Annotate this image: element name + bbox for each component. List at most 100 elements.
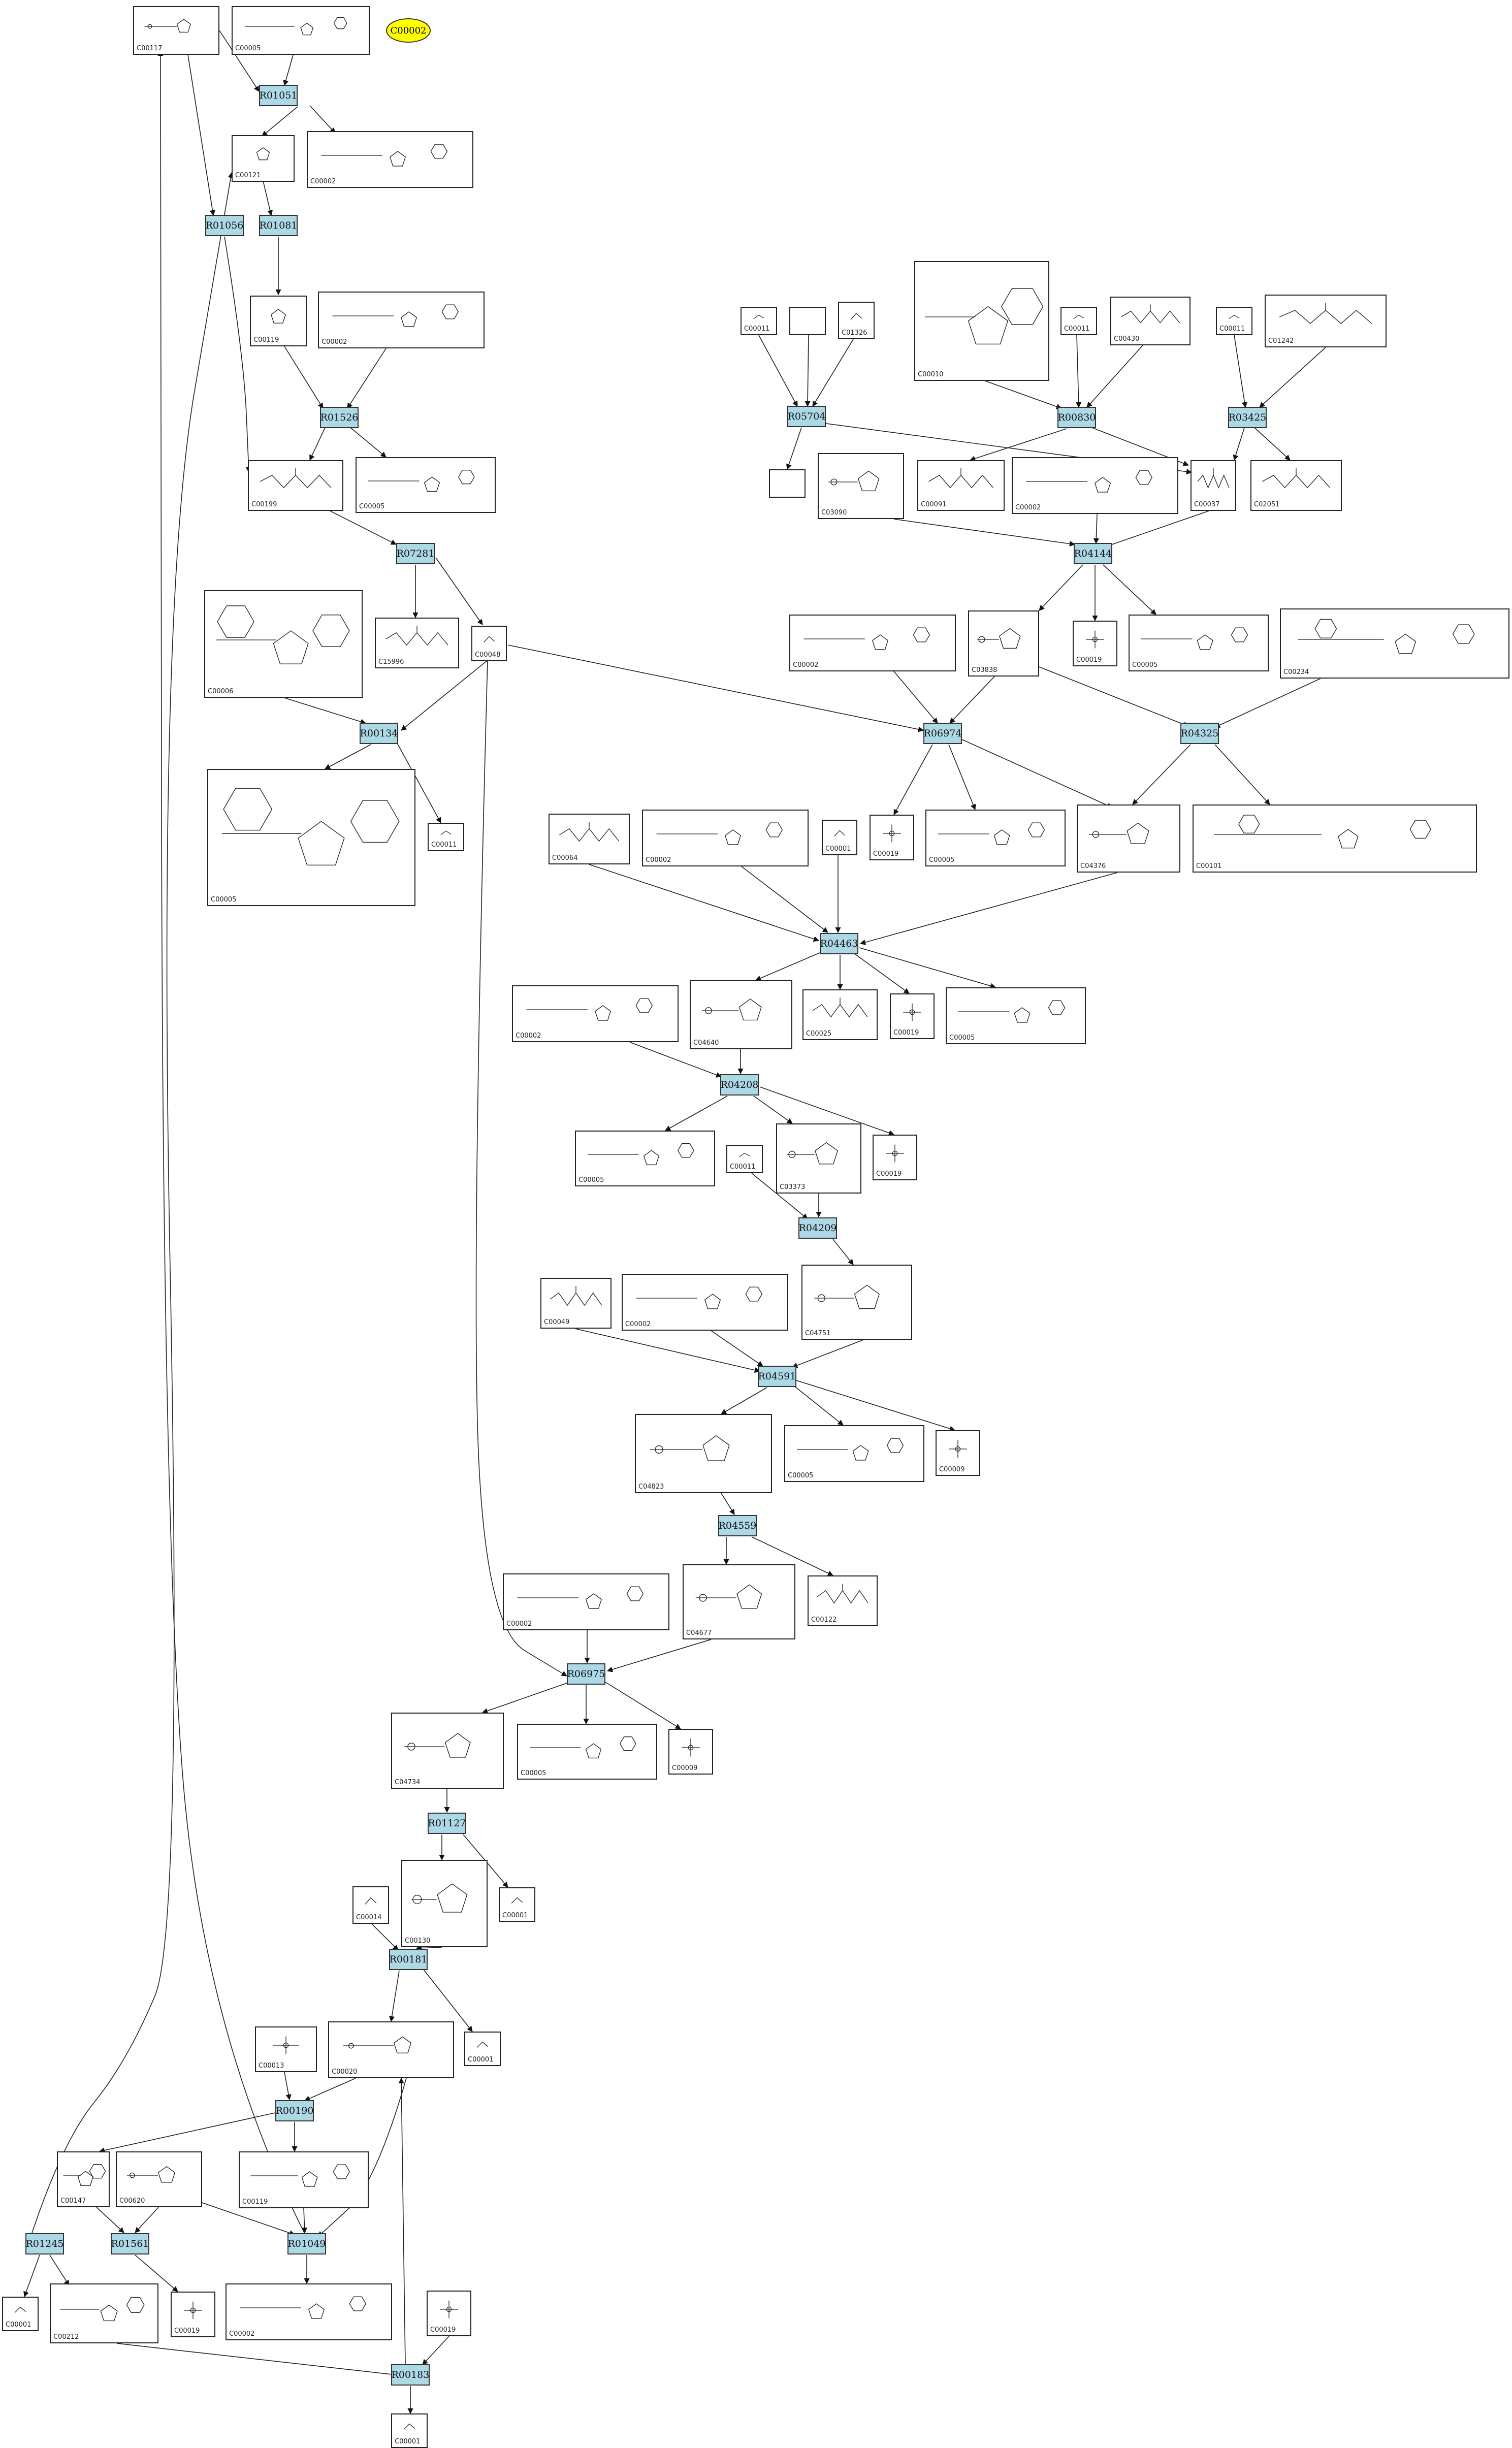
reaction-node-r07281[interactable]: R07281 (396, 543, 435, 564)
reaction-node-r04144[interactable]: R04144 (1074, 543, 1112, 564)
reaction-node-r00830[interactable]: R00830 (1057, 407, 1096, 428)
reaction-node-r01561[interactable]: R01561 (111, 2233, 149, 2254)
reaction-node-r04209[interactable]: R04209 (798, 1217, 837, 1239)
compound-node-c00620[interactable]: C00620 (116, 2151, 202, 2207)
reaction-node-r06974[interactable]: R06974 (923, 723, 962, 744)
reaction-node-r01049[interactable]: R01049 (287, 2233, 326, 2254)
compound-node-c04677[interactable]: C04677 (683, 1564, 795, 1639)
compound-node-c00101[interactable]: C00101 (1193, 804, 1477, 873)
reaction-node-r03425[interactable]: R03425 (1228, 407, 1267, 428)
reaction-node-r01051[interactable]: R01051 (259, 85, 298, 106)
compound-node-c00011[interactable]: C00011 (741, 307, 777, 335)
compound-node-c00130[interactable]: C00130 (401, 1860, 488, 1947)
compound-node-c04640[interactable]: C04640 (690, 980, 792, 1049)
compound-node-c00019[interactable]: C00019 (427, 2291, 471, 2336)
reaction-node-r01056[interactable]: R01056 (205, 215, 244, 236)
compound-node-c00009[interactable]: C00009 (936, 1430, 980, 1476)
compound-node-c00001[interactable]: C00001 (822, 820, 857, 855)
reaction-node-r04591[interactable]: R04591 (758, 1366, 796, 1387)
compound-node-c00119[interactable]: C00119 (250, 296, 307, 346)
reaction-node-r06975[interactable]: R06975 (567, 1663, 605, 1685)
compound-node-c00011[interactable]: C00011 (726, 1145, 763, 1173)
compound-node-c00019[interactable]: C00019 (171, 2292, 215, 2337)
reaction-node-r00134[interactable]: R00134 (360, 723, 398, 744)
compound-node-c00005[interactable]: C00005 (356, 457, 496, 513)
compound-node-c00019[interactable]: C00019 (870, 815, 914, 860)
compound-node-c04376[interactable]: C04376 (1077, 804, 1180, 873)
compound-node-empty[interactable] (769, 469, 806, 498)
start-compound-node[interactable]: C00002 (386, 18, 431, 43)
compound-node-c00005[interactable]: C00005 (925, 810, 1066, 866)
compound-node-c00119[interactable]: C00119 (239, 2151, 369, 2208)
compound-node-c00009[interactable]: C00009 (668, 1729, 713, 1775)
compound-node-c00019[interactable]: C00019 (890, 993, 935, 1039)
compound-node-c00011[interactable]: C00011 (428, 823, 464, 851)
reaction-node-r04325[interactable]: R04325 (1180, 723, 1219, 744)
compound-node-c00005[interactable]: C00005 (784, 1425, 924, 1482)
compound-node-c00001[interactable]: C00001 (499, 1887, 535, 1922)
compound-node-c00121[interactable]: C00121 (232, 135, 295, 182)
compound-node-c00117[interactable]: C00117 (133, 6, 219, 55)
compound-node-c00005[interactable]: C00005 (575, 1131, 715, 1186)
compound-node-c00002[interactable]: C00002 (789, 615, 956, 671)
compound-node-c00091[interactable]: C00091 (917, 460, 1005, 511)
compound-node-c00002[interactable]: C00002 (318, 292, 485, 348)
compound-node-c15996[interactable]: C15996 (375, 618, 459, 668)
compound-node-c00002[interactable]: C00002 (226, 2283, 392, 2340)
compound-node-c00001[interactable]: C00001 (464, 2032, 501, 2066)
compound-node-c00025[interactable]: C00025 (802, 989, 878, 1040)
compound-node-c00037[interactable]: C00037 (1191, 460, 1236, 511)
compound-node-c00122[interactable]: C00122 (808, 1575, 878, 1626)
compound-node-c00019[interactable]: C00019 (1073, 621, 1117, 666)
compound-node-c03373[interactable]: C03373 (776, 1123, 861, 1194)
compound-node-c00002[interactable]: C00002 (307, 131, 473, 188)
compound-node-c00019[interactable]: C00019 (873, 1135, 917, 1180)
compound-node-c00430[interactable]: C00430 (1110, 297, 1191, 345)
reaction-node-r00190[interactable]: R00190 (275, 2100, 314, 2121)
reaction-node-r04463[interactable]: R04463 (820, 933, 858, 954)
compound-node-c00005[interactable]: C00005 (232, 6, 370, 55)
compound-node-c00001[interactable]: C00001 (391, 2413, 428, 2448)
compound-node-c00011[interactable]: C00011 (1216, 307, 1252, 335)
compound-node-c00002[interactable]: C00002 (512, 985, 679, 1042)
reaction-node-r01526[interactable]: R01526 (320, 407, 359, 428)
compound-node-c00005[interactable]: C00005 (517, 1724, 657, 1780)
compound-node-c00234[interactable]: C00234 (1280, 608, 1509, 679)
compound-node-c00020[interactable]: C00020 (328, 2021, 454, 2078)
reaction-node-r01245[interactable]: R01245 (25, 2233, 64, 2254)
compound-node-c00064[interactable]: C00064 (549, 814, 630, 864)
compound-node-c00005[interactable]: C00005 (207, 769, 415, 906)
reaction-node-r00183[interactable]: R00183 (391, 2364, 430, 2386)
compound-node-c00049[interactable]: C00049 (540, 1278, 612, 1329)
compound-node-c00005[interactable]: C00005 (1129, 615, 1269, 671)
reaction-node-r05704[interactable]: R05704 (787, 406, 826, 427)
compound-node-c00005[interactable]: C00005 (946, 987, 1086, 1044)
compound-node-c03090[interactable]: C03090 (818, 453, 904, 519)
compound-node-c00001[interactable]: C00001 (2, 2297, 39, 2331)
compound-node-c03838[interactable]: C03838 (968, 610, 1039, 677)
compound-node-c04823[interactable]: C04823 (635, 1414, 772, 1493)
compound-node-c00199[interactable]: C00199 (248, 460, 343, 511)
compound-node-c00010[interactable]: C00010 (914, 261, 1049, 381)
compound-node-c00048[interactable]: C00048 (471, 626, 507, 661)
compound-node-empty[interactable] (789, 307, 826, 335)
compound-node-c00212[interactable]: C00212 (50, 2283, 158, 2343)
compound-node-c00013[interactable]: C00013 (255, 2026, 317, 2072)
reaction-node-r01081[interactable]: R01081 (259, 215, 298, 236)
compound-node-c00147[interactable]: C00147 (57, 2151, 110, 2207)
reaction-node-r01127[interactable]: R01127 (428, 1813, 466, 1834)
reaction-node-r04559[interactable]: R04559 (718, 1515, 757, 1536)
compound-node-c00006[interactable]: C00006 (204, 590, 363, 698)
compound-node-c00002[interactable]: C00002 (1012, 457, 1178, 514)
compound-node-c00014[interactable]: C00014 (352, 1886, 389, 1924)
compound-node-c00002[interactable]: C00002 (503, 1573, 669, 1630)
reaction-node-r00181[interactable]: R00181 (389, 1949, 428, 1970)
compound-node-c00002[interactable]: C00002 (622, 1274, 788, 1331)
compound-node-c01242[interactable]: C01242 (1265, 295, 1387, 347)
compound-node-c00011[interactable]: C00011 (1060, 307, 1097, 335)
compound-node-c04751[interactable]: C04751 (801, 1265, 912, 1340)
compound-node-c02051[interactable]: C02051 (1250, 460, 1342, 511)
reaction-node-r04208[interactable]: R04208 (720, 1074, 759, 1096)
compound-node-c01326[interactable]: C01326 (838, 302, 875, 339)
compound-node-c04734[interactable]: C04734 (391, 1713, 504, 1789)
